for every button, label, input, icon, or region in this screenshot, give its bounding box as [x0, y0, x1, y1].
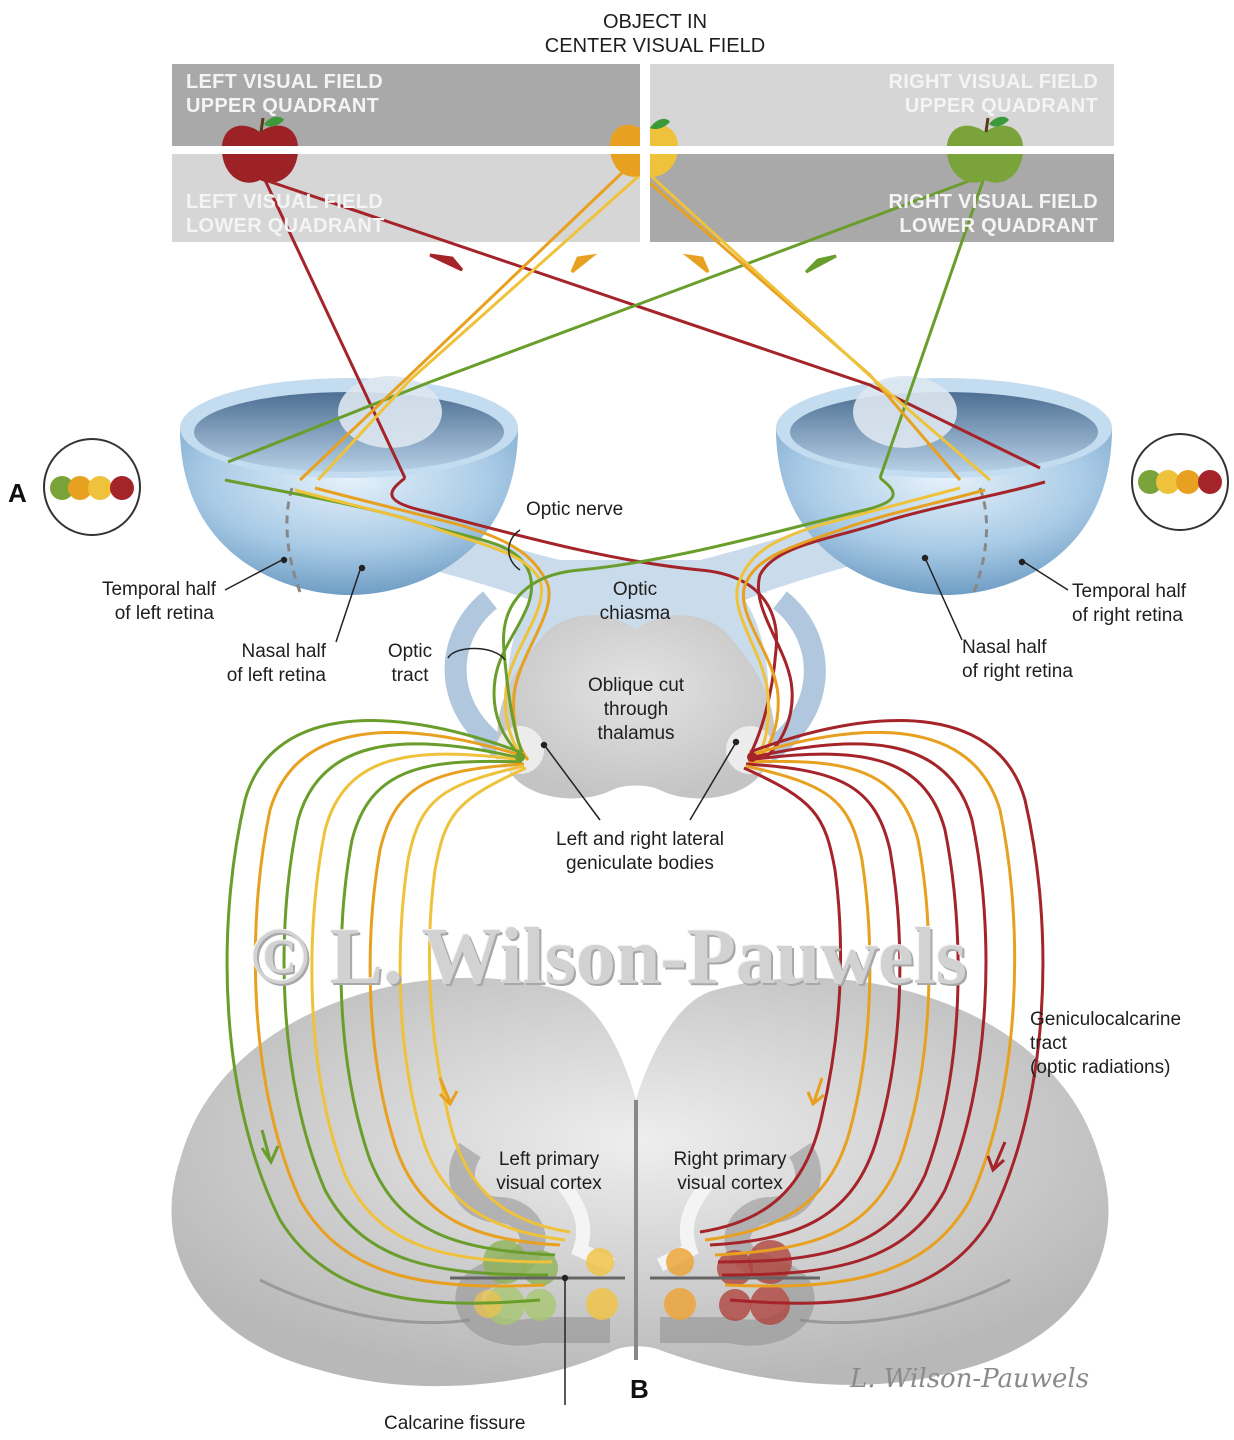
green-apple-icon: [946, 116, 1024, 183]
geniculate-line-1: Left and right lateral: [556, 829, 724, 850]
ray-arrows: [429, 253, 837, 274]
panel-letter-a: A: [8, 478, 27, 508]
occipital-lobes: [171, 977, 1109, 1387]
right-retinal-image: [1131, 433, 1229, 531]
panel-letter-b: B: [630, 1374, 649, 1404]
nasal-right-label: Nasal half of right retina: [962, 636, 1073, 684]
right-upper-line-2: UPPER QUADRANT: [904, 95, 1098, 117]
geniculocalcarine-line-2: tract: [1030, 1033, 1067, 1054]
temporal-right-line-2: of right retina: [1072, 605, 1183, 626]
right-lower-quadrant: [650, 154, 1114, 242]
red-apple-icon: [221, 116, 299, 183]
right-upper-quadrant: [650, 64, 1114, 146]
geniculate-line-2: geniculate bodies: [566, 853, 714, 874]
right-cortex-label: Right primary visual cortex: [652, 1148, 808, 1196]
right-optic-radiations: [699, 719, 1045, 1305]
visual-field-panels: [172, 64, 1114, 242]
diagram-title: OBJECT IN CENTER VISUAL FIELD: [520, 10, 790, 58]
geniculocalcarine-line-3: (optic radiations): [1030, 1057, 1171, 1078]
right-lower-line-1: RIGHT VISUAL FIELD: [888, 191, 1098, 213]
title-line-1: OBJECT IN: [602, 11, 708, 33]
left-upper-line-1: LEFT VISUAL FIELD: [186, 71, 383, 93]
left-upper-quadrant-label: LEFT VISUAL FIELD UPPER QUADRANT: [186, 70, 383, 118]
geniculocalcarine-label: Geniculocalcarine tract (optic radiation…: [1030, 1008, 1181, 1080]
title-line-2: CENTER VISUAL FIELD: [544, 35, 766, 57]
optic-nerve-fibres: [224, 476, 1046, 762]
oblique-cut-line-2: through: [603, 699, 669, 720]
geniculate-label: Left and right lateral geniculate bodies: [520, 828, 760, 876]
left-lower-line-1: LEFT VISUAL FIELD: [186, 191, 383, 213]
thalamus-section: [497, 615, 775, 799]
optic-chiasma-line-2: chiasma: [599, 603, 671, 624]
calcarine-fissure-label: Calcarine fissure: [384, 1413, 526, 1434]
nasal-left-label: Nasal half of left retina: [180, 640, 326, 688]
optic-tract-line-2: tract: [391, 665, 429, 686]
right-upper-line-1: RIGHT VISUAL FIELD: [888, 71, 1098, 93]
nasal-right-line-1: Nasal half: [962, 637, 1047, 658]
right-upper-quadrant-label: RIGHT VISUAL FIELD UPPER QUADRANT: [850, 70, 1098, 118]
left-upper-line-2: UPPER QUADRANT: [186, 95, 380, 117]
left-cortex-line-1: Left primary: [498, 1149, 600, 1170]
left-cortex-label: Left primary visual cortex: [474, 1148, 624, 1196]
copyright-watermark: © L. Wilson-Pauwels: [250, 913, 967, 1001]
left-retinal-image: [43, 438, 141, 536]
left-cortex-line-2: visual cortex: [496, 1173, 602, 1194]
temporal-left-line-1: Temporal half: [101, 579, 216, 600]
artist-signature: L. Wilson-Pauwels: [850, 1364, 1090, 1394]
optic-chiasma-line-1: Optic: [612, 579, 658, 600]
temporal-left-label: Temporal half of left retina: [50, 578, 216, 626]
right-cortex-line-2: visual cortex: [677, 1173, 783, 1194]
optic-chiasma-label: Optic chiasma: [580, 578, 690, 626]
right-lower-quadrant-label: RIGHT VISUAL FIELD LOWER QUADRANT: [850, 190, 1098, 238]
optic-nerve-label: Optic nerve: [526, 499, 624, 520]
nasal-right-line-2: of right retina: [962, 661, 1073, 682]
temporal-right-label: Temporal half of right retina: [1072, 580, 1186, 628]
right-lower-line-2: LOWER QUADRANT: [899, 215, 1098, 237]
temporal-left-line-2: of left retina: [114, 603, 214, 624]
oblique-cut-line-3: thalamus: [597, 723, 675, 744]
geniculocalcarine-line-1: Geniculocalcarine: [1030, 1009, 1182, 1030]
radiation-arrows: [260, 1077, 1007, 1173]
temporal-right-line-1: Temporal half: [1072, 581, 1187, 602]
left-lower-quadrant-label: LEFT VISUAL FIELD LOWER QUADRANT: [186, 190, 385, 238]
right-cortex-line-1: Right primary: [673, 1149, 787, 1170]
optic-tract-label: Optic tract: [370, 640, 450, 688]
optic-tract-line-1: Optic: [387, 641, 433, 662]
left-lower-line-2: LOWER QUADRANT: [186, 215, 385, 237]
light-rays: [227, 168, 1041, 482]
right-eyeball: [776, 376, 1112, 595]
nasal-left-line-1: Nasal half: [241, 641, 327, 662]
left-optic-radiations: [225, 719, 571, 1305]
label-leaders: [224, 529, 1069, 1405]
nasal-left-line-2: of left retina: [226, 665, 326, 686]
oblique-cut-line-1: Oblique cut: [587, 675, 685, 696]
oblique-cut-label: Oblique cut through thalamus: [556, 674, 716, 746]
